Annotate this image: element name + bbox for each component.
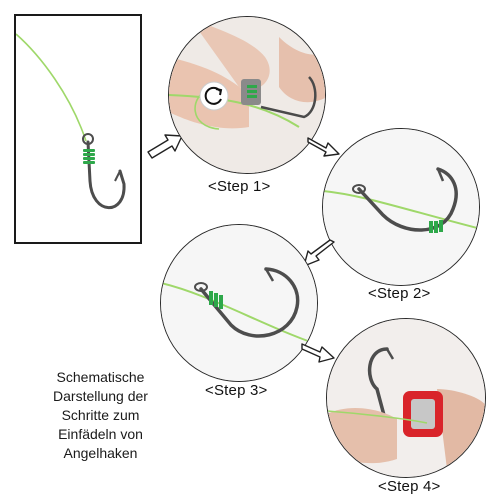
description-caption: Schematische Darstellung der Schritte zu… (18, 368, 183, 463)
green-wrap (83, 149, 95, 164)
step-4-circle (326, 318, 486, 478)
step-3-circle (160, 224, 318, 382)
outline-arrow-icon (307, 137, 340, 157)
caption-line: Angelhaken (63, 445, 138, 461)
caption-line: Schritte zum (61, 407, 140, 423)
caption-line: Schematische (56, 369, 145, 385)
finished-hook-panel (14, 14, 142, 244)
step-2-circle (322, 128, 480, 286)
caption-line: Darstellung der (53, 388, 148, 404)
outline-arrow-icon (303, 239, 335, 267)
step-3-label: <Step 3> (205, 382, 268, 399)
step-4-label: <Step 4> (378, 478, 441, 495)
step-1-label: <Step 1> (208, 178, 271, 195)
outline-arrow-icon (301, 343, 335, 363)
step-1-circle (168, 16, 326, 174)
outline-arrow-icon (147, 134, 183, 159)
tied-hook-illustration (16, 33, 126, 210)
step-2-label: <Step 2> (368, 285, 431, 302)
caption-line: Einfädeln von (58, 426, 143, 442)
rotate-arrow-icon (199, 81, 229, 111)
